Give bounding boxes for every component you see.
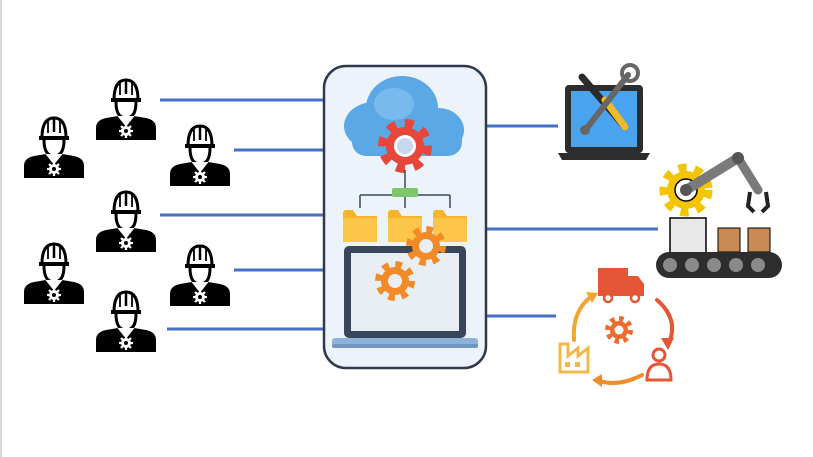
worker-icon: [168, 124, 232, 188]
left-connectors: [160, 98, 324, 331]
worker-icon: [22, 116, 86, 180]
worker-icon: [94, 290, 158, 354]
worker-icon: [94, 190, 158, 254]
node-indicator: [392, 188, 418, 197]
worker-icon: [168, 244, 232, 308]
laptop-tools-icon: [558, 63, 650, 160]
right-connectors: [486, 124, 658, 318]
supply-chain-cycle-icon: [558, 268, 675, 387]
robot-arm-conveyor-icon: [656, 152, 782, 278]
worker-icon: [94, 78, 158, 142]
central-hub: [322, 64, 488, 370]
worker-icon: [22, 242, 86, 306]
